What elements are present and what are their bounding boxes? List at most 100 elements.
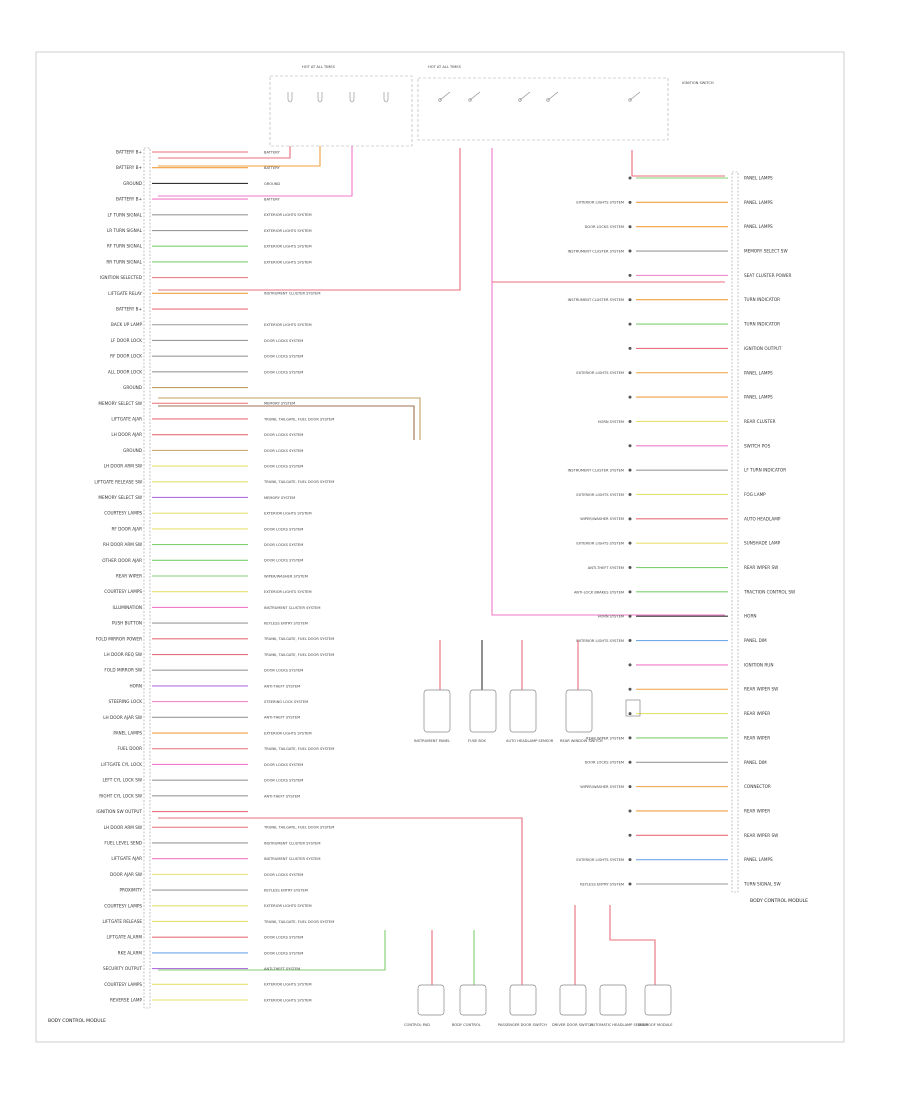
left-pin: LEFT CYL LOCK SW DOOR LOCKS SYSTEM	[102, 778, 303, 783]
right-pin-label: REAR WIPER SW	[744, 687, 778, 692]
right-pin-label: LF TURN INDICATOR	[744, 468, 786, 473]
right-pin-label: PANEL LAMPS	[744, 200, 773, 205]
left-pin-label: LIFTGATE RELAY	[108, 291, 142, 296]
left-pin-label: REAR WIPER	[116, 574, 142, 579]
left-pin-lead: EXTERIOR LIGHTS SYSTEM	[264, 590, 312, 594]
right-pin: IGNITION OUTPUT	[628, 346, 782, 351]
right-pin-label: FOG LAMP	[744, 492, 766, 497]
left-pin-lead: MEMORY SYSTEM	[264, 496, 295, 500]
left-pin-label: LF TURN SIGNAL	[107, 212, 142, 217]
left-pin-label: LIFTGATE CYL LOCK	[101, 762, 142, 767]
middle-label-0: INSTRUMENT PANEL	[414, 739, 450, 743]
right-pin-lead: EXTERIOR LIGHTS SYSTEM	[576, 493, 624, 497]
right-pin-splice	[628, 249, 632, 253]
left-pin-lead: GROUND	[264, 182, 280, 186]
right-pin-lead: WIPER/WASHER SYSTEM	[580, 517, 624, 521]
right-pin-splice	[628, 712, 632, 716]
right-pin-splice	[628, 809, 632, 813]
left-pin-label: RF DOOR LOCK	[110, 354, 142, 359]
right-pin: PANEL LAMPS	[628, 395, 773, 400]
left-pin-lead: TRUNK, TAILGATE, FUEL DOOR SYSTEM	[263, 653, 334, 657]
left-pin-label: BATTERY B+	[116, 197, 143, 202]
left-pin-lead: DOOR LOCKS SYSTEM	[264, 543, 303, 547]
right-pin-lead: EXTERIOR LIGHTS SYSTEM	[576, 858, 624, 862]
right-pin-lead: ANTI-THEFT SYSTEM	[588, 566, 624, 570]
left-pin: RF DOOR LOCK DOOR LOCKS SYSTEM	[110, 354, 303, 359]
right-pin-label: PANEL LAMPS	[744, 395, 773, 400]
left-pin-lead: INSTRUMENT CLUSTER SYSTEM	[264, 606, 320, 610]
right-pin-label: REAR WIPER	[744, 735, 770, 740]
left-pin-lead: DOOR LOCKS SYSTEM	[264, 355, 303, 359]
left-pin: COURTESY LAMPS EXTERIOR LIGHTS SYSTEM	[104, 589, 311, 594]
left-pin-label: REVERSE LAMP	[110, 998, 143, 1003]
left-pin-lead: BATTERY	[264, 150, 281, 154]
left-pin-label: RIGHT CYL LOCK SW	[99, 793, 142, 798]
right-pin: REAR WIPER REAR WIPER SYSTEM	[586, 735, 770, 740]
right-pin-label: IGNITION OUTPUT	[744, 346, 782, 351]
right-pin-lead: EXTERIOR LIGHTS SYSTEM	[576, 371, 624, 375]
left-pin-label: BATTERY B+	[116, 150, 143, 155]
left-pin-label: LH DOOR AJAR SW	[103, 715, 142, 720]
left-pin-lead: DOOR LOCKS SYSTEM	[264, 669, 303, 673]
left-pin-label: LIFTGATE AJAR	[111, 856, 142, 861]
left-pin-lead: DOOR LOCKS SYSTEM	[264, 433, 303, 437]
left-pin-lead: ANTI-THEFT SYSTEM	[264, 716, 300, 720]
left-pin-lead: DOOR LOCKS SYSTEM	[264, 370, 303, 374]
right-pin-label: TRACTION CONTROL SW	[743, 589, 795, 594]
left-pin-lead: TRUNK, TAILGATE, FUEL DOOR SYSTEM	[263, 637, 334, 641]
left-pin-lead: EXTERIOR LIGHTS SYSTEM	[264, 512, 312, 516]
bottom-components: CONTROL PAD BODY CONTROL PASSENGER DOOR …	[404, 984, 673, 1027]
right-pin: AUTO HEADLAMP WIPER/WASHER SYSTEM	[580, 516, 781, 521]
right-pin-splice	[628, 785, 632, 789]
right-pin-label: AUTO HEADLAMP	[744, 516, 781, 521]
left-pin-label: COURTESY LAMPS	[104, 589, 142, 594]
fuse-label-0: HOT AT ALL TIMES	[302, 65, 336, 69]
left-pin-label: GROUND	[123, 385, 142, 390]
right-pin: SWITCH POS	[628, 443, 771, 448]
right-pin-splice	[628, 760, 632, 764]
right-pin-lead: REAR WIPER SYSTEM	[586, 736, 624, 740]
right-pin-label: PANEL LAMPS	[744, 224, 773, 229]
left-pin-label: RF DOOR AJAR	[111, 526, 142, 531]
right-pin: REAR WIPER SW	[628, 687, 778, 692]
left-pin-label: MEMORY SELECT SW	[98, 495, 142, 500]
left-pin-lead: ANTI-THEFT SYSTEM	[264, 967, 300, 971]
right-pin-lead: DOOR LOCKS SYSTEM	[585, 225, 624, 229]
top-fuse-box: HOT AT ALL TIMES HOT AT ALL TIMES IGNITI…	[269, 65, 714, 147]
left-pin-label: BATTERY B+	[116, 307, 143, 312]
left-pin-lead: DOOR LOCKS SYSTEM	[264, 779, 303, 783]
left-pin: IGNITION SELECTED	[100, 275, 248, 280]
right-pin-splice	[628, 176, 632, 180]
right-pin-splice	[628, 663, 632, 667]
left-pin: BATTERY B+BATTERY	[116, 197, 281, 202]
left-pin-lead: TRUNK, TAILGATE, FUEL DOOR SYSTEM	[263, 920, 334, 924]
left-pin: BATTERY B+BATTERY	[116, 165, 281, 170]
right-pin-splice	[628, 371, 632, 375]
right-pin-label: PANEL LAMPS	[744, 176, 773, 181]
right-pin-label: TURN INDICATOR	[743, 322, 780, 327]
left-pin-label: LIFTGATE ALARM	[107, 935, 143, 940]
right-pin-splice	[628, 200, 632, 204]
left-pin-label: LH DOOR ARM SW	[104, 825, 142, 830]
left-pin-label: GROUND	[123, 181, 142, 186]
left-pin: LH DOOR AJAR SW ANTI-THEFT SYSTEM	[103, 715, 300, 720]
left-pin-label: RKE ALARM	[118, 950, 143, 955]
right-pin-lead: INSTRUMENT CLUSTER SYSTEM	[568, 298, 624, 302]
right-pin-splice	[628, 225, 632, 229]
right-pin-splice	[628, 298, 632, 302]
left-pin-label: LEFT CYL LOCK SW	[102, 778, 142, 783]
left-pin-lead: EXTERIOR LIGHTS SYSTEM	[264, 998, 312, 1002]
